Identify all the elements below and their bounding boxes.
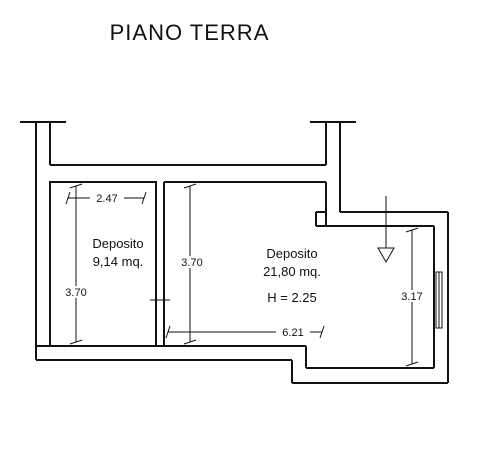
room-large-area: 21,80 mq. (263, 264, 321, 279)
window (435, 271, 443, 329)
dim-large-height: 3.70 (181, 257, 202, 269)
room-large-name: Deposito (266, 246, 317, 261)
room-small-name: Deposito (92, 236, 143, 251)
room-small (36, 181, 157, 347)
dim-large-width: 6.21 (282, 327, 303, 339)
plan-title-text: PIANO TERRA (109, 20, 270, 45)
dim-right-height: 3.17 (401, 291, 422, 303)
plan-title: PIANO TERRA (0, 20, 479, 46)
room-small-area: 9,14 mq. (93, 254, 144, 269)
dim-small-height: 3.70 (65, 287, 86, 299)
entry-arrow-icon (377, 196, 395, 264)
outer-walls (20, 121, 449, 384)
room-large-height: H = 2.25 (267, 290, 317, 305)
room-large (156, 181, 327, 347)
dim-small-width: 2.47 (96, 193, 117, 205)
